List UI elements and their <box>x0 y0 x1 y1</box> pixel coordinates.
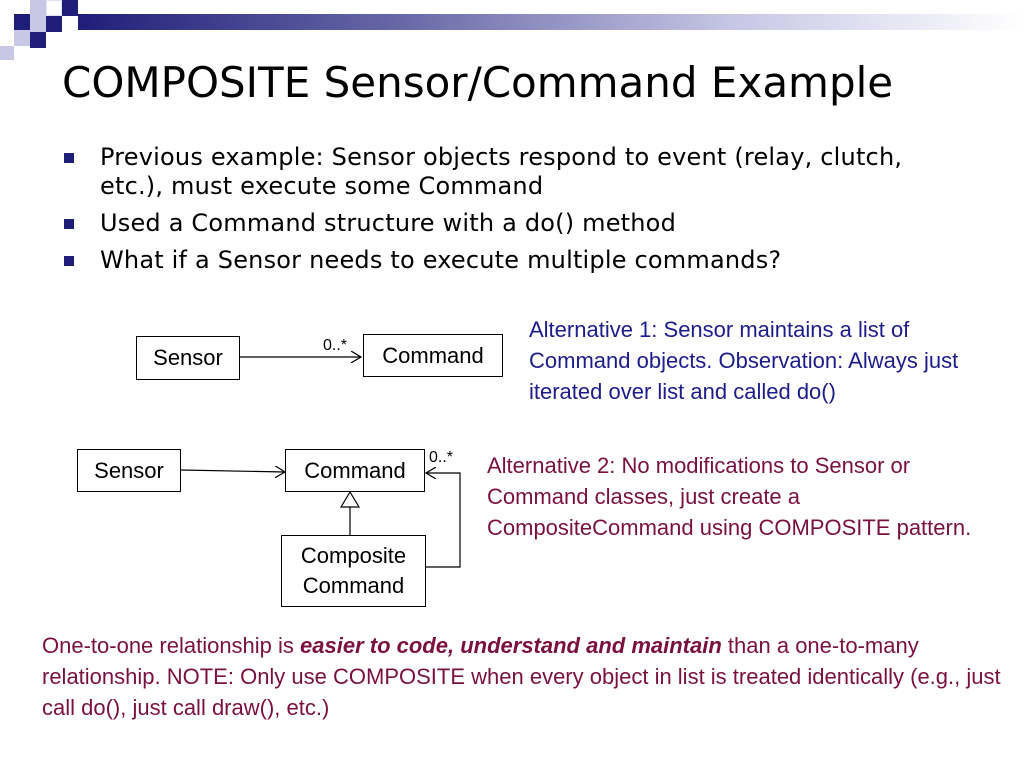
top-gradient-bar <box>78 14 1024 30</box>
inheritance-triangle <box>339 490 361 508</box>
bullet-square-icon <box>64 153 74 163</box>
deco-square <box>14 14 30 30</box>
deco-square <box>30 0 46 16</box>
deco-square <box>46 0 62 16</box>
bullet-text: Previous example: Sensor objects respond… <box>100 143 903 200</box>
bullet-square-icon <box>64 219 74 229</box>
sensor-class-box: Sensor <box>136 336 240 380</box>
deco-square <box>46 16 62 32</box>
conclusion-emphasis: easier to code, understand and maintain <box>300 633 722 658</box>
command-class-box: Command <box>363 334 503 377</box>
association-arrow <box>180 470 285 472</box>
composite-line-1: Composite <box>300 543 407 568</box>
conclusion-text-before: One-to-one relationship is <box>42 633 301 658</box>
bullet-text: What if a Sensor needs to execute multip… <box>100 246 782 274</box>
deco-square <box>62 0 78 16</box>
slide-title: COMPOSITE Sensor/Command Example <box>62 58 894 107</box>
deco-square <box>14 30 30 46</box>
bullet-item: What if a Sensor needs to execute multip… <box>64 246 964 275</box>
conclusion-note: One-to-one relationship is easier to cod… <box>42 630 1017 723</box>
bullet-list: Previous example: Sensor objects respond… <box>64 143 964 283</box>
alternative-1-note: Alternative 1: Sensor maintains a list o… <box>529 317 959 404</box>
composite-line-2: Command <box>302 573 405 598</box>
deco-square <box>30 16 46 32</box>
composite-command-class-box: Composite Command <box>281 535 426 607</box>
bullet-item: Previous example: Sensor objects respond… <box>64 143 964 201</box>
conclusion-text-after: than a one-to-many relationship. NOTE: O… <box>42 633 1001 720</box>
bullet-square-icon <box>64 256 74 266</box>
deco-square <box>0 46 14 60</box>
alternative-2-note: Alternative 2: No modifications to Senso… <box>487 453 972 540</box>
multiplicity-label: 0..* <box>429 449 454 466</box>
bullet-text: Used a Command structure with a do() met… <box>100 209 676 237</box>
bullet-item: Used a Command structure with a do() met… <box>64 209 964 238</box>
command-class-box: Command <box>285 449 425 492</box>
multiplicity-label: 0..* <box>323 337 348 354</box>
composite-aggregation-line <box>426 473 461 568</box>
sensor-class-box: Sensor <box>77 449 181 492</box>
deco-square <box>30 32 46 48</box>
